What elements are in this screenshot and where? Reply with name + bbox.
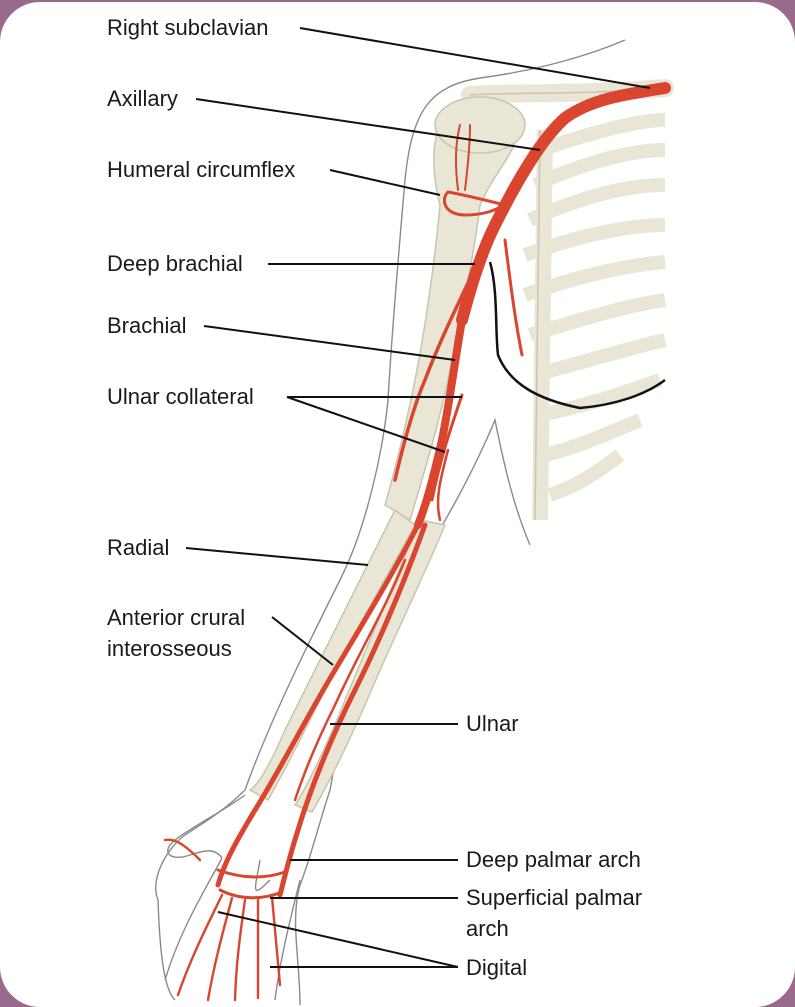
artery-radial [215, 522, 421, 888]
artery-superficial-palmar-arch [218, 888, 284, 900]
label-humeral-circumflex: Humeral circumflex [107, 157, 295, 182]
leader-anterior-crural [271, 616, 334, 666]
artery-deep-brachial [393, 260, 480, 482]
illustration [155, 39, 674, 1006]
ribcage [522, 113, 667, 521]
label-deep-palmar-arch: Deep palmar arch [466, 847, 641, 872]
label-digital: Digital [466, 955, 527, 980]
leader-right-subclavian [299, 27, 651, 89]
label-anterior-crural-line2: interosseous [107, 636, 232, 661]
artery-deep-palmar-arch [216, 868, 287, 879]
labels: Right subclavian Axillary Humeral circum… [107, 15, 642, 980]
pectoral-outline [488, 261, 666, 410]
arteries [163, 82, 671, 1002]
label-superficial-palmar-line2: arch [466, 916, 509, 941]
label-right-subclavian: Right subclavian [107, 15, 268, 40]
label-radial: Radial [107, 535, 169, 560]
artery-digital [163, 838, 282, 1002]
leader-humeral-circumflex [329, 169, 441, 196]
leader-axillary [195, 98, 541, 151]
leader-brachial [203, 325, 456, 361]
leader-digital-a [217, 911, 459, 968]
label-brachial: Brachial [107, 313, 186, 338]
hand-outline [164, 794, 301, 1001]
leader-ulnar-collateral-b [286, 396, 446, 453]
artery-interosseous [293, 558, 407, 802]
leader-radial [185, 547, 369, 566]
label-superficial-palmar-line1: Superficial palmar [466, 885, 642, 910]
label-ulnar: Ulnar [466, 711, 519, 736]
label-deep-brachial: Deep brachial [107, 251, 243, 276]
artery-subclavian [456, 82, 671, 326]
label-ulnar-collateral: Ulnar collateral [107, 384, 254, 409]
label-axillary: Axillary [107, 86, 178, 111]
leader-lines [185, 27, 651, 968]
artery-humeral-circumflex [442, 190, 507, 217]
artery-ulnar [277, 522, 428, 898]
label-anterior-crural-line1: Anterior crural [107, 605, 245, 630]
artery-brachial [414, 316, 466, 529]
